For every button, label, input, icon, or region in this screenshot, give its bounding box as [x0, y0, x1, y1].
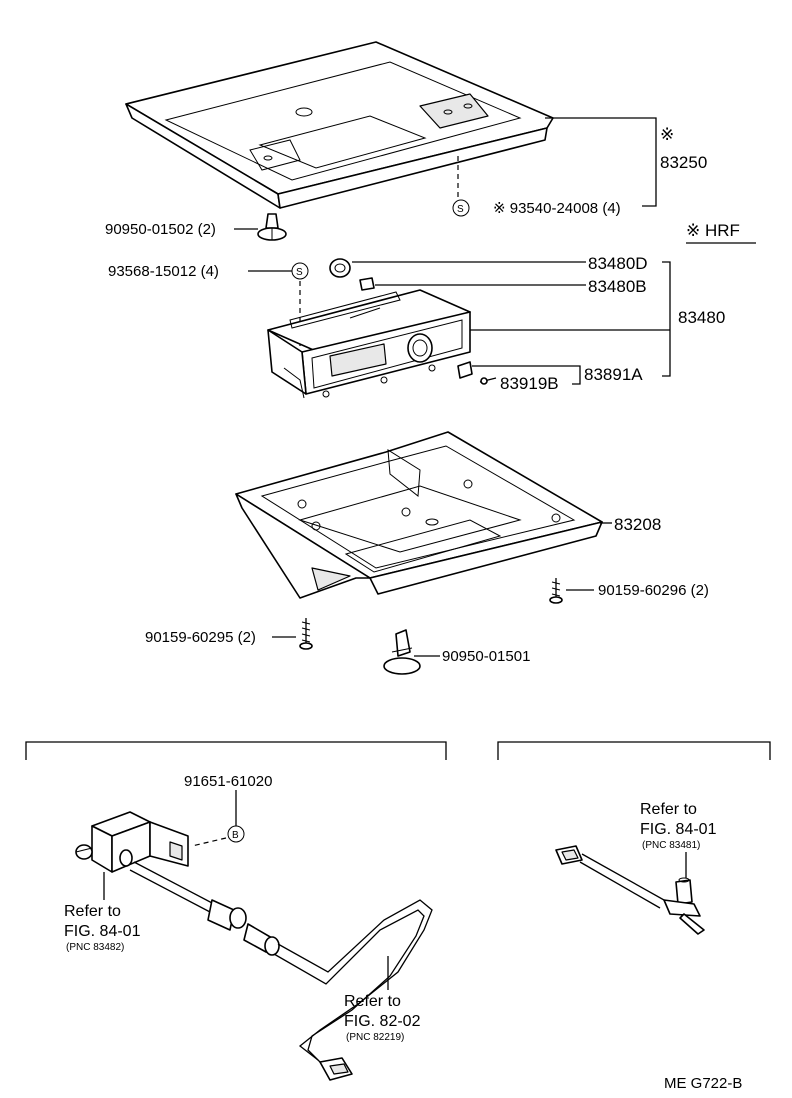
label-83480: 83480: [678, 308, 725, 327]
label-83208: 83208: [614, 515, 661, 534]
marker-93540-letter: S: [457, 204, 464, 215]
part-door-switch-left: [75, 811, 189, 873]
label-83480d: 83480D: [588, 254, 648, 273]
label-83891a: 83891A: [584, 365, 643, 384]
label-93568-15012: 93568-15012 (4): [108, 263, 219, 280]
label-90159-60296: 90159-60296 (2): [598, 582, 709, 599]
group-bracket-left: [25, 741, 447, 760]
label-83250-mark: ※: [660, 125, 674, 144]
part-harness-end-connector: [319, 1057, 353, 1081]
ref-right-pnc: (PNC 83481): [642, 840, 700, 851]
harness-inner: [273, 909, 425, 1065]
label-93540-24008: ※ 93540-24008 (4): [493, 200, 621, 217]
label-83250: 83250: [660, 153, 707, 172]
part-83480b-bulb: [359, 277, 375, 291]
wire-right-2: [579, 861, 661, 909]
marker-93568-s: [291, 262, 309, 280]
part-83480d-socket: [329, 258, 351, 278]
bracket-83480: [662, 261, 671, 377]
diagram-code: ME G722-B: [664, 1075, 742, 1092]
label-90950-01502: 90950-01502 (2): [105, 221, 216, 238]
label-91651-61020: 91651-61020: [184, 773, 272, 790]
marker-91651-letter: B: [232, 830, 239, 841]
wire-right-1: [581, 853, 665, 901]
part-connector-right: [555, 845, 583, 865]
part-83250-cover: [125, 41, 554, 209]
part-83208-housing: [235, 431, 603, 599]
wire-left-1: [133, 861, 215, 905]
bracket-83891a: [572, 365, 581, 385]
part-83919b-screw: [479, 377, 497, 385]
label-90950-01501: 90950-01501: [442, 648, 530, 665]
part-connector-mid: [243, 923, 280, 956]
leader-91651-dash: [191, 837, 227, 847]
ref-left-pnc: (PNC 83482): [66, 942, 124, 953]
part-83891a-knob: [457, 361, 473, 379]
part-door-switch-right: [663, 877, 705, 935]
marker-91651-b: [227, 825, 245, 843]
group-bracket-right: [497, 741, 771, 760]
label-83919b: 83919B: [500, 374, 559, 393]
label-90159-60295: 90159-60295 (2): [145, 629, 256, 646]
ref-mid-fig: FIG. 82-02: [344, 1013, 421, 1030]
marker-93540-s: [452, 199, 470, 217]
ref-mid-refer-to: Refer to: [344, 993, 401, 1010]
part-90159-60295-screw: [299, 618, 313, 650]
label-83480b: 83480B: [588, 277, 647, 296]
marker-93568-letter: S: [296, 267, 303, 278]
ref-right-fig: FIG. 84-01: [640, 821, 717, 838]
label-hrf: ※ HRF: [686, 221, 740, 240]
part-connector-left: [207, 899, 247, 931]
ref-left-refer-to: Refer to: [64, 903, 121, 920]
part-83480-unit: [267, 289, 471, 399]
part-90950-01501-clip: [383, 629, 421, 675]
part-90159-60296-screw: [549, 578, 563, 604]
wire-left-2: [129, 869, 211, 913]
ref-mid-pnc: (PNC 82219): [346, 1032, 404, 1043]
leader-83250: [545, 117, 657, 207]
ref-left-fig: FIG. 84-01: [64, 923, 141, 940]
ref-right-refer-to: Refer to: [640, 801, 697, 818]
part-90950-01502-clip: [257, 213, 287, 241]
